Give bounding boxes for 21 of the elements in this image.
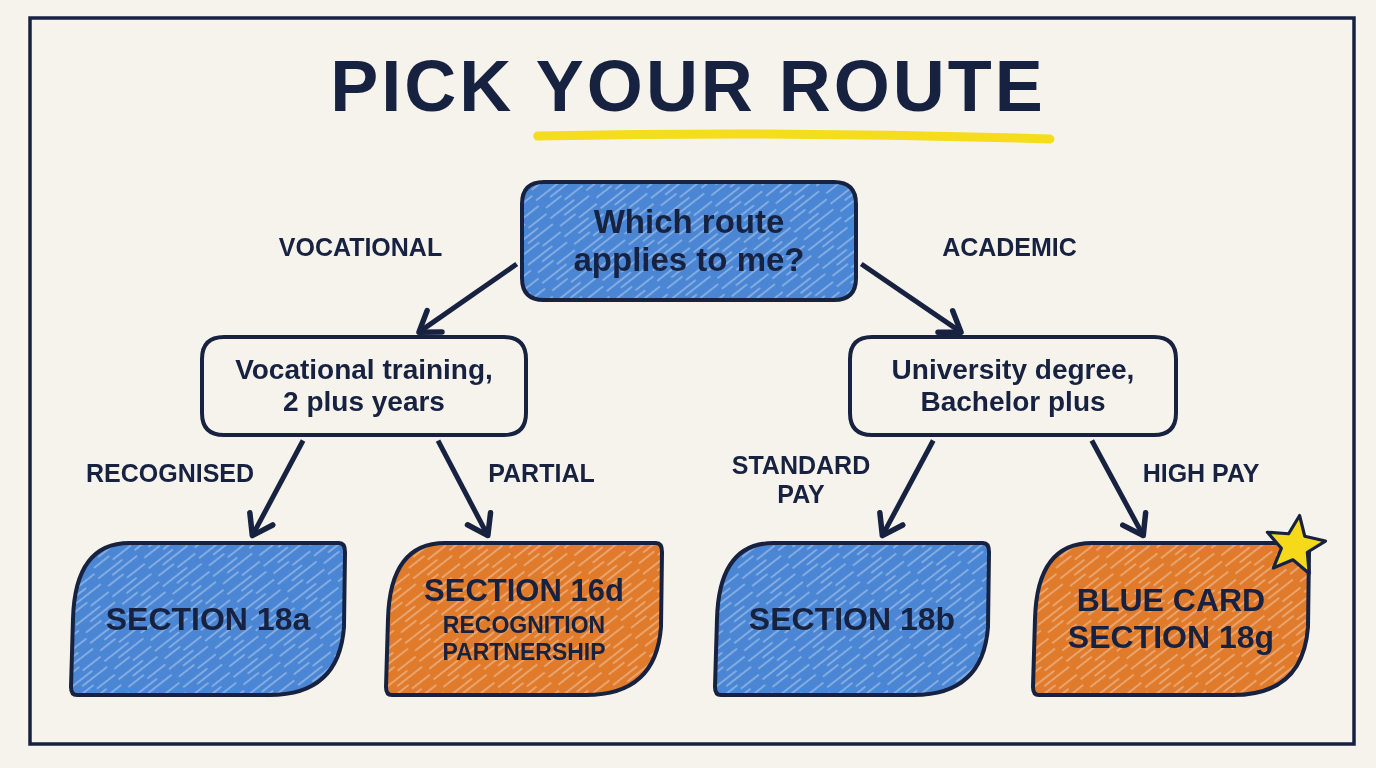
section-text: SECTION 16d: [424, 572, 624, 609]
arrow: [416, 261, 519, 335]
page-title: PICK YOUR ROUTE: [330, 50, 1046, 122]
arrow: [247, 439, 306, 539]
question-text: Which route applies to me?: [572, 203, 806, 279]
question-box: [520, 180, 858, 302]
criterion-box: [200, 335, 528, 437]
outcome-box: [712, 540, 992, 698]
outcome-box: [383, 540, 665, 698]
section-text: BLUE CARD SECTION 18g: [1066, 582, 1276, 656]
criterion-text: Vocational training, 2 plus years: [234, 353, 494, 419]
arrow: [1089, 439, 1149, 539]
section-text: SECTION 18a: [105, 600, 311, 638]
arrow: [859, 261, 964, 335]
arrow: [877, 439, 936, 539]
outcome-box: [68, 540, 348, 698]
criterion-text: University degree, Bachelor plus: [890, 353, 1136, 419]
arrow: [435, 439, 494, 539]
criterion-box: [848, 335, 1178, 437]
section-subtext: RECOGNITION PARTNERSHIP: [441, 612, 607, 666]
section-text: SECTION 18b: [748, 600, 956, 638]
